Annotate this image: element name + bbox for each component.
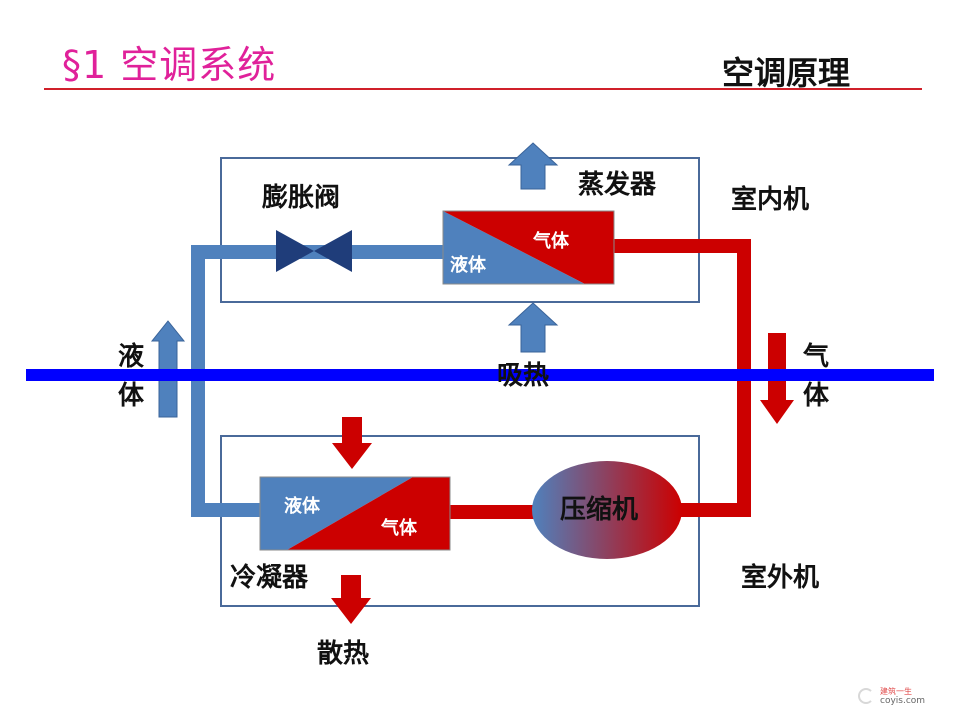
right-flow-char-1: 气 (802, 341, 829, 372)
compressor-label: 压缩机 (560, 494, 638, 525)
right-flow-char-2: 体 (803, 381, 830, 411)
indoor-outdoor-divider (26, 369, 934, 381)
condenser-label: 冷凝器 (230, 562, 309, 593)
expansion-valve-label: 膨胀阀 (262, 183, 340, 213)
outdoor-unit-box (220, 435, 700, 607)
indoor-unit-box (220, 157, 700, 303)
watermark-logo-icon (858, 688, 874, 704)
evaporator-liquid-label: 液体 (450, 254, 487, 276)
condenser-gas-label: 气体 (380, 517, 418, 539)
outdoor-unit-label: 室外机 (741, 562, 819, 593)
watermark-site: coyis.com (880, 696, 926, 706)
heat-out-arrow-up-icon (507, 142, 559, 190)
evaporator-outline (442, 210, 615, 285)
expansion-valve-icon-2 (314, 230, 352, 272)
compressor-body (532, 461, 682, 559)
watermark: 建筑一生 coyis.com (858, 686, 938, 708)
release-heat-arrow-down-icon (331, 575, 371, 624)
release-heat-label: 散热 (317, 639, 369, 669)
expansion-valve-icon (276, 230, 314, 272)
condenser-liquid-part (260, 477, 413, 550)
evaporator-label: 蒸发器 (578, 169, 657, 200)
absorb-heat-arrow-up-icon (507, 302, 559, 353)
condenser-outline (259, 476, 451, 551)
left-flow-char-1: 液 (118, 342, 144, 372)
indoor-unit-label: 室内机 (731, 184, 809, 215)
right-flow-label: 气 体 (802, 341, 838, 411)
watermark-brand: 建筑一生 (880, 687, 912, 696)
title-rule (44, 88, 922, 90)
left-flow-label: 液 体 (118, 342, 153, 411)
condenser-gas-part (287, 477, 450, 550)
heat-in-arrow-down-icon (332, 417, 372, 469)
absorb-heat-label: 吸热 (497, 361, 549, 391)
evaporator-gas-part (443, 211, 614, 284)
condenser-liquid-label: 液体 (284, 495, 321, 517)
slide-subtitle: 空调原理 (722, 54, 851, 92)
slide-title: §1 空调系统 (62, 43, 277, 87)
evaporator-gas-label: 气体 (532, 230, 570, 252)
left-flow-char-2: 体 (118, 381, 145, 411)
